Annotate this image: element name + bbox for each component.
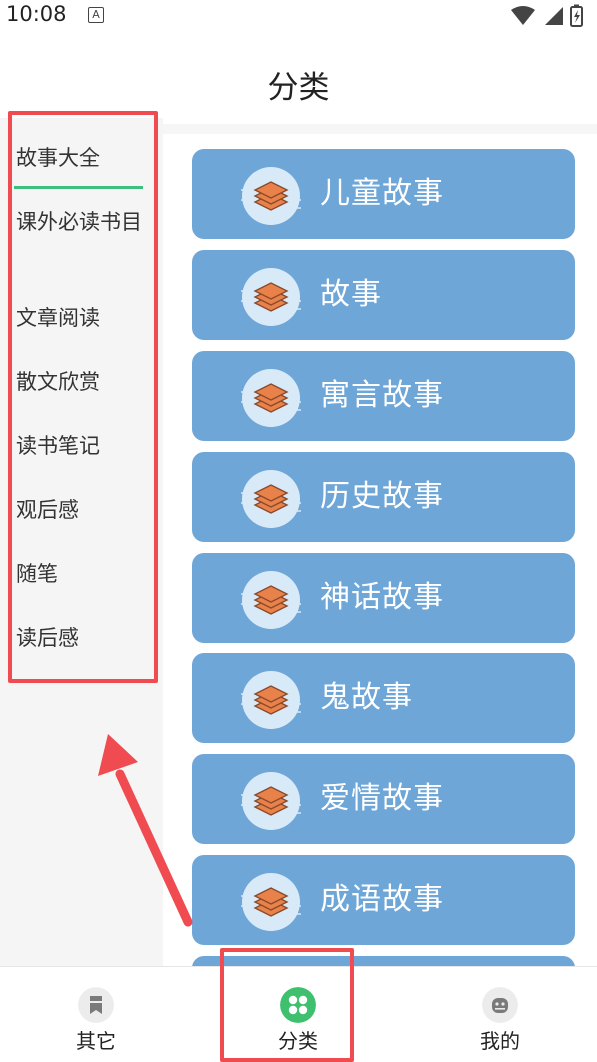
layers-icon bbox=[241, 167, 301, 225]
status-bar: 10:08 A bbox=[0, 0, 597, 32]
sidebar-item-prose[interactable]: 散文欣赏 bbox=[16, 370, 100, 394]
nav-item-category[interactable]: 分类 bbox=[238, 967, 358, 1062]
category-card[interactable]: 儿童故事 bbox=[192, 149, 575, 239]
category-card[interactable]: 历史故事 bbox=[192, 452, 575, 542]
category-list: 儿童故事 故事 寓言故事 历史故事 bbox=[163, 124, 597, 966]
bottom-nav: 其它 分类 我的 bbox=[0, 966, 597, 1062]
layers-icon bbox=[241, 571, 301, 629]
nav-label: 我的 bbox=[480, 1029, 520, 1053]
battery-icon bbox=[570, 4, 583, 27]
nav-item-mine[interactable]: 我的 bbox=[440, 967, 560, 1062]
category-label: 鬼故事 bbox=[320, 680, 413, 715]
category-label: 寓言故事 bbox=[320, 378, 444, 413]
notification-a-icon: A bbox=[88, 7, 104, 23]
sidebar-item-stories[interactable]: 故事大全 bbox=[16, 146, 100, 170]
nav-item-other[interactable]: 其它 bbox=[36, 967, 156, 1062]
nav-label: 分类 bbox=[278, 1029, 318, 1053]
nav-label: 其它 bbox=[76, 1029, 116, 1053]
category-label: 神话故事 bbox=[320, 580, 444, 615]
grid-icon bbox=[280, 987, 316, 1023]
sidebar-selected-indicator bbox=[14, 186, 143, 189]
layers-icon bbox=[241, 470, 301, 528]
category-label: 成语故事 bbox=[320, 882, 444, 917]
layers-icon bbox=[241, 671, 301, 729]
category-card[interactable]: 爱情故事 bbox=[192, 754, 575, 844]
layers-icon bbox=[241, 268, 301, 326]
category-card[interactable]: 故事 bbox=[192, 250, 575, 340]
category-label: 历史故事 bbox=[320, 479, 444, 514]
category-card[interactable]: 寓言故事 bbox=[192, 351, 575, 441]
status-icons bbox=[509, 4, 589, 32]
page-title: 分类 bbox=[267, 70, 330, 106]
layers-icon bbox=[241, 873, 301, 931]
status-time: 10:08 bbox=[6, 2, 67, 26]
sidebar-item-required-reading[interactable]: 课外必读书目 bbox=[16, 210, 142, 234]
category-card[interactable]: 成语故事 bbox=[192, 855, 575, 945]
category-card-partial[interactable] bbox=[192, 956, 575, 966]
category-card[interactable]: 神话故事 bbox=[192, 553, 575, 643]
sidebar-item-essays[interactable]: 随笔 bbox=[16, 562, 58, 586]
category-card[interactable]: 鬼故事 bbox=[192, 653, 575, 743]
robot-icon bbox=[482, 987, 518, 1023]
sidebar-item-book-reports[interactable]: 读后感 bbox=[16, 626, 79, 650]
signal-icon bbox=[545, 7, 563, 25]
bookmark-icon bbox=[78, 987, 114, 1023]
category-label: 故事 bbox=[320, 277, 382, 312]
layers-icon bbox=[241, 772, 301, 830]
sidebar-item-articles[interactable]: 文章阅读 bbox=[16, 306, 100, 330]
sidebar: 故事大全 课外必读书目 文章阅读 散文欣赏 读书笔记 观后感 随笔 读后感 bbox=[0, 118, 163, 966]
category-label: 儿童故事 bbox=[320, 176, 444, 211]
sidebar-item-reviews[interactable]: 观后感 bbox=[16, 498, 79, 522]
sidebar-item-reading-notes[interactable]: 读书笔记 bbox=[16, 434, 100, 458]
category-label: 爱情故事 bbox=[320, 781, 444, 816]
wifi-icon bbox=[511, 6, 535, 25]
layers-icon bbox=[241, 369, 301, 427]
